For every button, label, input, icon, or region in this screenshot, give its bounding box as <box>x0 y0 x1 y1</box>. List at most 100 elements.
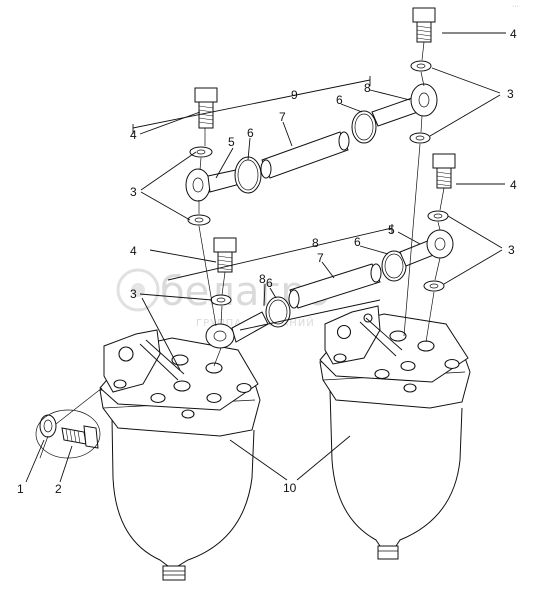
sealing-washer <box>409 132 431 144</box>
corner-mark: ··· <box>512 3 519 10</box>
sealing-washer-hole <box>216 297 226 303</box>
right-head-port <box>417 340 435 352</box>
sealing-washer <box>187 214 211 226</box>
banjo-fitting <box>426 229 454 259</box>
fuel-hose-end <box>338 131 350 151</box>
fuel-hose <box>261 131 349 179</box>
callout-3: 3 <box>130 185 137 199</box>
flange-bolt-parts <box>35 409 101 459</box>
callout-labels: 1 2 3 3 3 3 4 4 4 4 5 5 6 6 6 6 7 7 8 8 … <box>17 27 517 496</box>
sealing-washer-hole <box>433 213 443 219</box>
right-head-port <box>403 383 417 393</box>
callout-5: 5 <box>228 135 235 149</box>
left-head-port <box>236 382 252 394</box>
banjo-fitting <box>410 83 438 117</box>
banjo-bolt-threads <box>198 105 214 125</box>
banjo-bolt-head <box>412 7 436 23</box>
callout-1: 1 <box>17 482 24 496</box>
callout-7: 7 <box>279 110 286 124</box>
callout-4: 4 <box>130 128 137 142</box>
right-head-port <box>333 353 347 363</box>
sealing-washer-hole <box>194 217 204 223</box>
fuel-hose-end <box>288 289 300 309</box>
sealing-washer-hole <box>196 149 206 155</box>
clamp-ring <box>265 296 291 328</box>
banjo-bolt-threads <box>416 25 432 41</box>
fuel-hose-end <box>370 263 382 283</box>
left-head-port <box>205 362 223 374</box>
callout-3: 3 <box>508 243 515 257</box>
banjo-bolt-threads <box>436 171 452 187</box>
left-filter-bowl <box>111 417 255 567</box>
sealing-washer <box>210 294 232 306</box>
clamp-ring-inner <box>384 253 404 279</box>
left-filter-bracket <box>103 329 161 393</box>
callout-8: 8 <box>259 272 266 286</box>
clamp-ring <box>351 110 377 144</box>
leader-lines <box>25 32 506 483</box>
left-head-port <box>206 392 222 404</box>
left-bracket-rib <box>145 339 185 375</box>
left-filter-drain <box>162 565 186 581</box>
lower-fuel-line <box>205 153 456 349</box>
callout-6: 6 <box>336 93 343 107</box>
banjo-fitting <box>185 168 211 202</box>
sealing-washer <box>410 60 432 72</box>
clamp-ring-inner <box>354 113 374 141</box>
bolt-part-2-head <box>83 425 99 449</box>
callout-8: 8 <box>312 236 319 250</box>
callout-4: 4 <box>510 178 517 192</box>
banjo-neck <box>231 311 269 343</box>
watermark-logo-dot <box>131 283 145 297</box>
sealing-washer <box>189 146 213 158</box>
callout-2: 2 <box>55 482 62 496</box>
sealing-washer <box>423 280 445 292</box>
callout-5: 5 <box>388 223 395 237</box>
washer-part-1-inner <box>43 419 53 433</box>
sealing-washer-hole <box>416 63 426 69</box>
banjo-fitting-bore <box>418 92 430 108</box>
washer-part-1 <box>39 414 57 438</box>
right-bracket-rib <box>365 317 403 351</box>
callout-9: 9 <box>291 88 298 102</box>
watermark-logo-ring <box>116 268 160 312</box>
callout-10: 10 <box>283 481 297 495</box>
banjo-bolt-head <box>194 87 218 103</box>
banjo-fitting-bore <box>434 237 446 251</box>
left-head-port <box>181 409 195 419</box>
right-upper-bolt-group <box>409 7 436 144</box>
fuel-hose-end <box>260 159 272 179</box>
banjo-fitting-bore <box>213 330 227 342</box>
callout-3: 3 <box>130 287 137 301</box>
callout-4: 4 <box>510 27 517 41</box>
left-head-port <box>150 392 166 404</box>
left-head-port <box>113 379 127 389</box>
callout-6: 6 <box>247 126 254 140</box>
bolt-part-2-threads <box>65 428 81 444</box>
right-head-port <box>374 368 390 380</box>
sealing-washer <box>427 210 449 222</box>
left-fuel-line <box>185 83 438 226</box>
right-head-port <box>389 330 407 342</box>
right-bracket-rib <box>359 321 397 357</box>
clamp-ring-inner <box>268 299 288 325</box>
callout-7: 7 <box>317 251 324 265</box>
right-bracket-hole <box>363 313 373 323</box>
left-bracket-hole <box>118 346 134 362</box>
right-filter-bowl <box>329 389 463 547</box>
right-head-port <box>400 360 416 372</box>
callout-3: 3 <box>507 87 514 101</box>
clamp-ring <box>234 156 262 194</box>
callout-6: 6 <box>354 235 361 249</box>
right-filter-drain <box>377 545 399 560</box>
left-filter <box>99 329 261 581</box>
left-bracket-rib <box>139 343 179 381</box>
sealing-washer-hole <box>429 283 439 289</box>
left-head-port <box>173 380 191 392</box>
sealing-washer-hole <box>415 135 425 141</box>
right-bracket-hole <box>336 324 352 340</box>
right-filter <box>319 305 471 560</box>
banjo-fitting-bore <box>192 177 204 193</box>
right-head-port <box>444 358 460 370</box>
